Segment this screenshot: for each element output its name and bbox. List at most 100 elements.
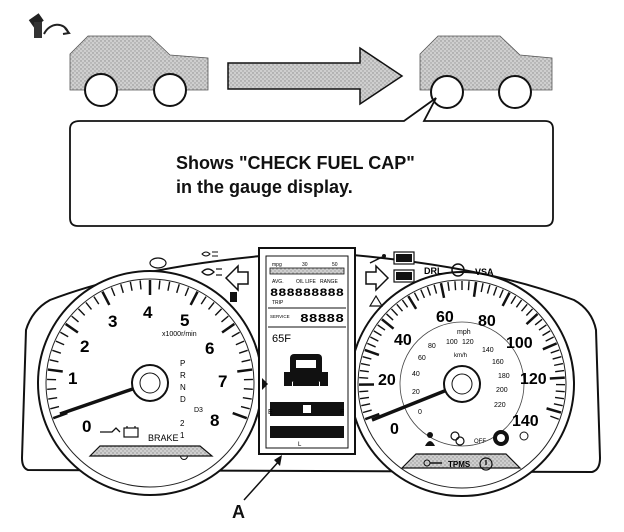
- tach-tick: [71, 315, 79, 323]
- tpms-warning-icon: [479, 457, 493, 471]
- tach-tick: [93, 296, 100, 305]
- transition-arrow: [227, 46, 404, 106]
- gear-2: 2: [180, 419, 185, 428]
- tach-tick: [60, 331, 69, 338]
- mph-num-120: 120: [520, 371, 547, 388]
- tach-tick: [221, 315, 229, 323]
- kmh-num-220: 220: [494, 402, 506, 409]
- speed-tick: [407, 295, 418, 310]
- mph-num-100: 100: [506, 335, 533, 352]
- car-before-icon: [69, 35, 209, 107]
- tach-tick: [240, 405, 250, 410]
- mph-unit: mph: [457, 329, 471, 336]
- speed-tick: [480, 283, 484, 293]
- battery-icon: [123, 426, 139, 438]
- fuel-pump-icon: [303, 405, 311, 413]
- speed-tick: [373, 330, 382, 337]
- speed-tick: [381, 318, 395, 330]
- tach-tick: [139, 280, 142, 290]
- tach-tick: [237, 368, 253, 373]
- tach-num-2: 2: [80, 337, 89, 356]
- tach-tick: [50, 405, 60, 410]
- speed-lower-trim: [400, 453, 522, 469]
- speed-tick: [413, 292, 420, 301]
- gear-1: 1: [180, 431, 185, 440]
- tach-num-5: 5: [180, 311, 189, 330]
- callout-a-pointer: [243, 455, 282, 501]
- callout-line-2: in the gauge display.: [176, 177, 353, 197]
- speed-tick: [364, 348, 380, 357]
- callout-message: Shows "CHECK FUEL CAP" in the gauge disp…: [176, 151, 516, 199]
- tach-num-0: 0: [82, 417, 91, 436]
- mph-num-20: 20: [378, 372, 396, 389]
- tpms-label: TPMS: [448, 460, 471, 469]
- tach-tick: [120, 284, 124, 294]
- tach-tick: [49, 359, 59, 363]
- speed-tick: [390, 308, 399, 316]
- fuel-indicator-icon: [230, 292, 237, 302]
- gear-p: P: [180, 359, 185, 368]
- speed-tick: [553, 362, 564, 367]
- kmh-num-60: 60: [418, 355, 426, 362]
- speed-tick: [550, 349, 560, 354]
- callout-line-1: Shows "CHECK FUEL CAP": [176, 153, 415, 173]
- speed-tick: [525, 313, 539, 326]
- tach-tick: [101, 291, 111, 306]
- tach-tick: [47, 388, 57, 390]
- speed-ticks: [358, 281, 566, 421]
- kmh-num-120: 120: [462, 339, 474, 346]
- service-label: SERVICE: [270, 314, 290, 319]
- kmh-num-0: 0: [418, 409, 422, 416]
- tach-tick: [77, 308, 86, 316]
- tach-tick: [241, 359, 251, 363]
- srs-off-label: OFF: [474, 439, 486, 445]
- tach-tick: [55, 340, 65, 346]
- speed-tick: [447, 281, 450, 291]
- speed-tick: [401, 299, 409, 308]
- tach-tick: [64, 322, 79, 334]
- brake-light-icon: [519, 431, 529, 441]
- mpg-label: mpg: [272, 262, 282, 268]
- car-topview-icon: [284, 354, 328, 386]
- speed-tick: [439, 282, 446, 299]
- tach-tick: [189, 291, 199, 306]
- mph-num-40: 40: [394, 332, 412, 349]
- speed-tick: [359, 390, 369, 393]
- scale-50: 50: [332, 262, 338, 268]
- tach-tick: [47, 368, 63, 373]
- key-icon: [423, 459, 442, 467]
- speed-tick: [420, 289, 426, 299]
- kmh-num-160: 160: [492, 359, 504, 366]
- speed-tick: [377, 324, 386, 331]
- seatbelt-icon: [425, 432, 435, 446]
- speed-tick: [454, 281, 457, 291]
- tach-num-7: 7: [218, 372, 227, 391]
- speed-tick: [555, 369, 565, 373]
- gear-r: R: [180, 371, 186, 380]
- tach-lower-trim: [88, 445, 214, 457]
- temp-gauge-mark: L: [298, 442, 302, 448]
- tach-num-8: 8: [210, 411, 219, 430]
- speed-tick: [467, 281, 470, 291]
- headlight-icon: [201, 268, 222, 276]
- tach-num-6: 6: [205, 339, 214, 358]
- speed-tick: [550, 415, 560, 420]
- warning-triangle-icon: [368, 294, 384, 307]
- speed-tick: [525, 308, 534, 316]
- oil-life-label: OIL LIFE: [296, 279, 316, 285]
- tach-tick: [184, 287, 190, 297]
- oil-pressure-icon: [100, 427, 121, 433]
- speed-tick: [396, 303, 404, 312]
- kmh-num-80: 80: [428, 343, 436, 350]
- gear-d: D: [180, 395, 186, 404]
- tachometer: x1000r/min 0 1 2 3 4 5 6 7 8 BRAKE P R N…: [37, 270, 263, 496]
- speed-tick: [555, 390, 565, 393]
- tach-tick: [231, 331, 240, 338]
- right-turn-signal-icon: [365, 264, 390, 292]
- gear-n: N: [180, 383, 186, 392]
- fuel-cap-icon: [28, 13, 71, 38]
- kmh-unit: km/h: [454, 353, 467, 359]
- scale-30: 30: [302, 262, 308, 268]
- tach-tick: [221, 322, 236, 334]
- tach-num-4: 4: [143, 303, 153, 322]
